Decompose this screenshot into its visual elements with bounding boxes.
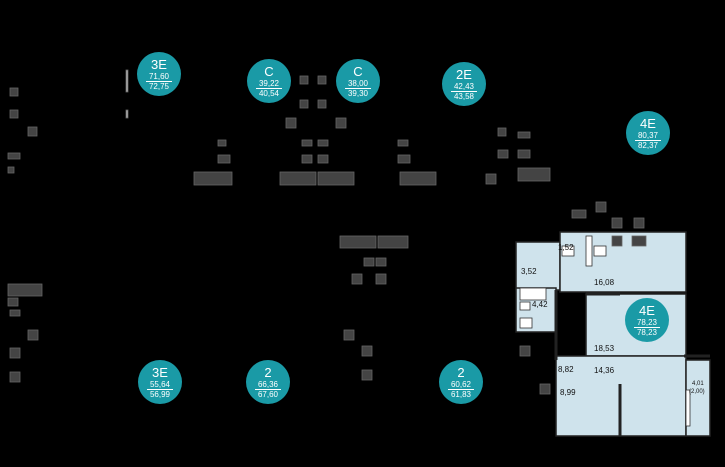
unit-badge-c-right[interactable]: C 38,00 39,30 xyxy=(336,59,380,103)
divider xyxy=(147,389,173,390)
unit-badge-4e-selected[interactable]: 4E 78,23 78,23 xyxy=(625,298,669,342)
unit-area-total: 43,58 xyxy=(453,92,475,101)
unit-badge-2e[interactable]: 2E 42,43 43,58 xyxy=(442,62,486,106)
unit-area-total: 82,37 xyxy=(637,141,659,150)
unit-code: 2 xyxy=(264,365,272,380)
unit-badge-c-left[interactable]: C 39,22 40,54 xyxy=(247,59,291,103)
unit-badge-3e-bottom[interactable]: 3E 55,64 56,99 xyxy=(138,360,182,404)
unit-area-living: 78,23 xyxy=(636,318,658,327)
room-area-label: 4,42 xyxy=(532,300,548,309)
room-area-label: 16,08 xyxy=(594,278,615,287)
unit-badge-3e-top[interactable]: 3E 71,60 72,75 xyxy=(137,52,181,96)
unit-area-living: 71,60 xyxy=(148,72,170,81)
room-area-label: 18,53 xyxy=(594,344,615,353)
divider xyxy=(634,327,660,328)
unit-area-living: 42,43 xyxy=(453,82,475,91)
unit-area-total: 40,54 xyxy=(258,89,280,98)
room-area-label: 4,01 xyxy=(692,381,704,387)
unit-area-total: 78,23 xyxy=(636,328,658,337)
divider xyxy=(451,91,477,92)
divider xyxy=(635,140,661,141)
unit-code: 3E xyxy=(152,365,168,380)
unit-badge-2-right[interactable]: 2 60,62 61,83 xyxy=(439,360,483,404)
unit-badge-2-left[interactable]: 2 66,36 67,60 xyxy=(246,360,290,404)
divider xyxy=(256,88,282,89)
unit-code: 4E xyxy=(639,303,655,318)
unit-area-living: 38,00 xyxy=(347,79,369,88)
fixtures xyxy=(7,69,647,395)
unit-area-living: 60,62 xyxy=(450,380,472,389)
unit-code: C xyxy=(353,64,363,79)
divider xyxy=(255,389,281,390)
unit-code: C xyxy=(264,64,274,79)
unit-code: 2E xyxy=(456,67,472,82)
room-area-label: 8,99 xyxy=(560,388,576,397)
room-area-label: 1,52 xyxy=(558,243,574,252)
unit-area-total: 72,75 xyxy=(148,82,170,91)
room-area-label: 3,52 xyxy=(521,267,537,276)
unit-area-living: 39,22 xyxy=(258,79,280,88)
unit-badge-4e-top[interactable]: 4E 80,37 82,37 xyxy=(626,111,670,155)
selected-apartment-plan[interactable] xyxy=(515,231,711,437)
unit-area-living: 66,36 xyxy=(257,380,279,389)
room-area-label: (2,00) xyxy=(689,389,705,395)
divider xyxy=(345,88,371,89)
unit-code: 3E xyxy=(151,57,167,72)
unit-area-total: 39,30 xyxy=(347,89,369,98)
room-area-label: 14,36 xyxy=(594,366,615,375)
room-area-label: 8,82 xyxy=(558,365,574,374)
unit-area-total: 56,99 xyxy=(149,390,171,399)
divider xyxy=(448,389,474,390)
unit-area-living: 80,37 xyxy=(637,131,659,140)
unit-area-living: 55,64 xyxy=(149,380,171,389)
divider xyxy=(146,81,172,82)
unit-code: 2 xyxy=(457,365,465,380)
unit-area-total: 67,60 xyxy=(257,390,279,399)
unit-code: 4E xyxy=(640,116,656,131)
unit-area-total: 61,83 xyxy=(450,390,472,399)
